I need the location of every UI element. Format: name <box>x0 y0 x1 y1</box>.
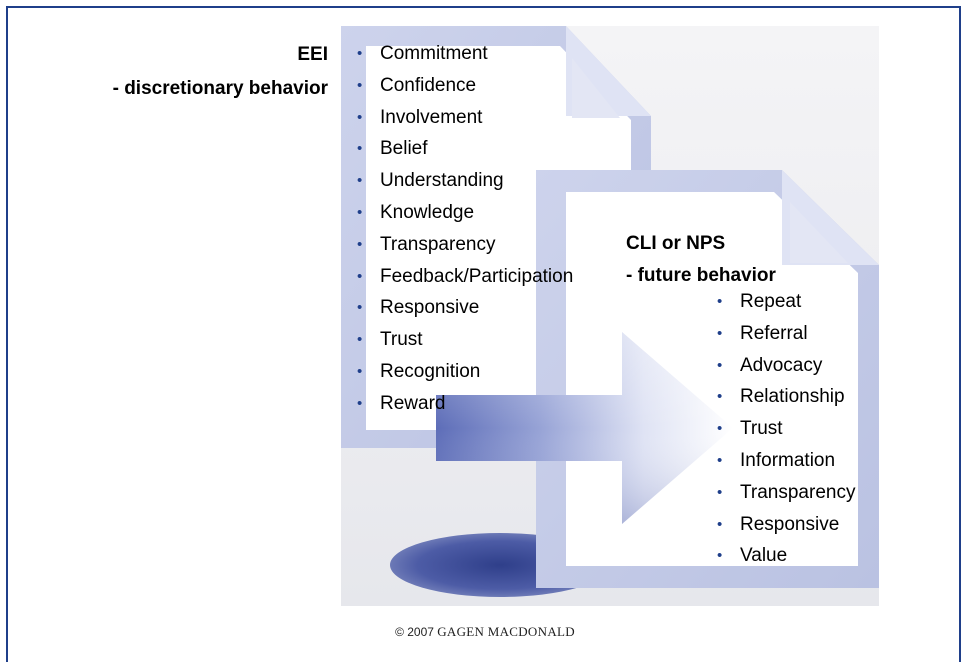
bullet-icon: • <box>717 388 723 406</box>
eei-list: •Commitment •Confidence •Involvement •Be… <box>356 38 573 420</box>
list-item: •Information <box>716 445 855 477</box>
bullet-icon: • <box>717 515 723 533</box>
list-item: •Value <box>716 540 855 572</box>
list-item: •Trust <box>356 324 573 356</box>
cli-nps-list: •Repeat •Referral •Advocacy •Relationshi… <box>716 286 855 572</box>
cli-nps-heading: CLI or NPS - future behavior <box>626 228 776 292</box>
bullet-icon: • <box>357 76 363 94</box>
list-item: •Recognition <box>356 356 573 388</box>
bullet-icon: • <box>717 451 723 469</box>
bullet-icon: • <box>357 299 363 317</box>
bullet-icon: • <box>357 331 363 349</box>
list-item: •Responsive <box>716 509 855 541</box>
list-item: •Responsive <box>356 292 573 324</box>
list-item: •Commitment <box>356 38 573 70</box>
bullet-icon: • <box>717 483 723 501</box>
cli-nps-title: CLI or NPS <box>626 233 726 254</box>
copyright-year: © 2007 <box>395 625 434 639</box>
right-arrow-icon <box>436 332 733 524</box>
list-item: •Knowledge <box>356 197 573 229</box>
bullet-icon: • <box>357 45 363 62</box>
bullet-icon: • <box>357 108 363 126</box>
bullet-icon: • <box>717 547 723 565</box>
list-item: •Relationship <box>716 381 855 413</box>
list-item: •Advocacy <box>716 350 855 382</box>
eei-subtitle: - discretionary behavior <box>112 78 328 99</box>
list-item: •Feedback/Participation <box>356 261 573 293</box>
list-item: •Reward <box>356 388 573 420</box>
list-item: •Trust <box>716 413 855 445</box>
bullet-icon: • <box>357 203 363 221</box>
cli-nps-subtitle: - future behavior <box>626 265 776 286</box>
bullet-icon: • <box>717 420 723 438</box>
bullet-icon: • <box>717 293 723 310</box>
brand-name: GAGEN MACDONALD <box>437 624 575 639</box>
bullet-icon: • <box>357 267 363 285</box>
bullet-icon: • <box>357 362 363 380</box>
list-item: •Involvement <box>356 102 573 134</box>
list-item: •Referral <box>716 318 855 350</box>
bullet-icon: • <box>357 172 363 190</box>
bullet-icon: • <box>717 356 723 374</box>
eei-heading: EEI - discretionary behavior <box>113 38 328 106</box>
list-item: •Repeat <box>716 286 855 318</box>
list-item: •Confidence <box>356 70 573 102</box>
list-item: •Transparency <box>356 229 573 261</box>
copyright-footer: © 2007 GAGEN MACDONALD <box>0 624 970 640</box>
list-item: •Understanding <box>356 165 573 197</box>
bullet-icon: • <box>357 394 363 412</box>
eei-title: EEI <box>297 44 328 65</box>
list-item: •Belief <box>356 133 573 165</box>
bullet-icon: • <box>357 235 363 253</box>
bullet-icon: • <box>357 140 363 158</box>
bullet-icon: • <box>717 324 723 342</box>
list-item: •Transparency <box>716 477 855 509</box>
